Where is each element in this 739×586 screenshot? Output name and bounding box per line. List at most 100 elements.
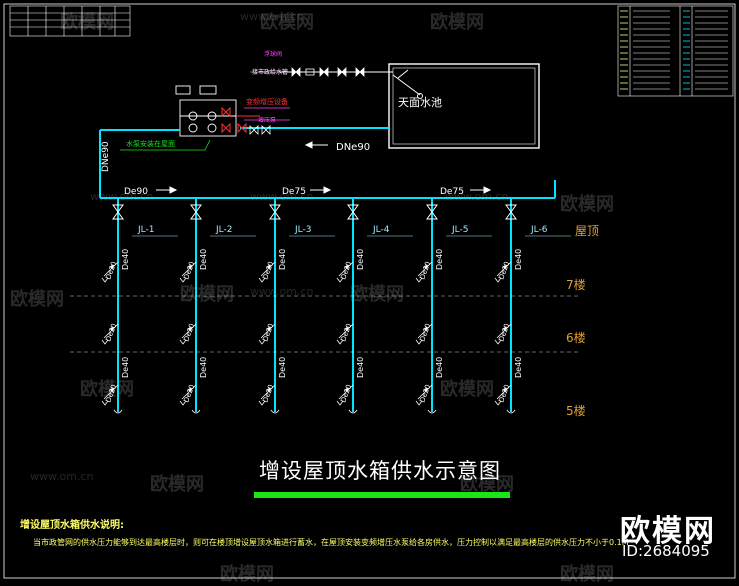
branch-end-icon <box>179 277 187 283</box>
branch-size-label: De20 <box>497 260 511 280</box>
branch-pipe <box>338 384 354 400</box>
branch-pipe <box>496 384 512 400</box>
branch-end-icon <box>258 277 266 283</box>
watermark-brand: 欧模网 <box>220 564 274 585</box>
pump-annotation: 增压泵 <box>258 116 276 124</box>
watermark-brand: 欧模网 <box>440 379 494 400</box>
branch-size-label: De20 <box>261 383 275 403</box>
riser-group: JL-1De40De40De20De20De20JL-2De40De40De20… <box>101 198 571 414</box>
watermark-site: www.om.cn <box>90 190 154 203</box>
branch-size-label: De20 <box>418 322 432 342</box>
inlet-valves <box>291 67 365 77</box>
riser-label: JL-2 <box>215 225 232 235</box>
branch-pipe <box>103 261 119 277</box>
floor-label-5: 5楼 <box>566 404 586 418</box>
watermark-site: www.om.cn <box>445 190 509 203</box>
break-symbol-icon <box>113 409 123 414</box>
branch-pipe <box>496 323 512 339</box>
branch-pipe <box>260 384 276 400</box>
stack-size-label: De40 <box>199 249 208 270</box>
inlet-pipe-label: DNe90 <box>336 142 370 153</box>
header-label-right: De75 <box>440 187 464 197</box>
branch-valve-icon <box>345 327 349 331</box>
branch-end-icon <box>415 339 423 345</box>
stack-size-label: De40 <box>121 357 130 378</box>
floor-label-7: 7楼 <box>566 278 586 292</box>
branch-size-label: De20 <box>104 322 118 342</box>
stack-size-label: De40 <box>199 357 208 378</box>
pump-group <box>175 85 237 137</box>
branch-size-label: De20 <box>182 383 196 403</box>
break-symbol-icon <box>270 409 280 414</box>
branch-pipe <box>417 261 433 277</box>
branch-end-icon <box>494 277 502 283</box>
branch-pipe <box>338 323 354 339</box>
stack-size-label: De40 <box>356 357 365 378</box>
branch-valve-icon <box>267 388 271 392</box>
branch-size-label: De20 <box>182 322 196 342</box>
branch-end-icon <box>336 277 344 283</box>
branch-end-icon <box>336 400 344 406</box>
branch-valve-icon <box>188 388 192 392</box>
branch-valve-icon <box>345 388 349 392</box>
stack-size-label: De40 <box>514 249 523 270</box>
branch-valve-icon <box>110 327 114 331</box>
watermark-brand: 欧模网 <box>460 474 514 495</box>
branch-size-label: De20 <box>339 383 353 403</box>
branch-valve-icon <box>267 265 271 269</box>
riser-label: JL-3 <box>294 225 311 235</box>
branch-end-icon <box>101 339 109 345</box>
branch-size-label: De20 <box>104 383 118 403</box>
riser-label: JL-1 <box>137 225 154 235</box>
stack-size-label: De40 <box>435 357 444 378</box>
flow-arrows <box>156 141 492 194</box>
main-riser <box>99 129 556 199</box>
branch-size-label: De20 <box>418 383 432 403</box>
watermark-brand: 欧模网 <box>350 284 404 305</box>
legend-table <box>617 5 734 97</box>
branch-end-icon <box>415 400 423 406</box>
stack-size-label: De40 <box>278 249 287 270</box>
gate-valve-icon <box>505 204 517 220</box>
notes-body: 当市政管网的供水压力能够到达最高楼层时，则可在楼顶增设屋顶水箱进行蓄水，在屋顶安… <box>33 538 628 547</box>
break-symbol-icon <box>191 409 201 414</box>
riser-label: JL-4 <box>372 225 390 235</box>
branch-valve-icon <box>110 388 114 392</box>
brand-id: ID:2684095 <box>622 542 710 560</box>
floor-label-roof: 屋顶 <box>575 224 600 238</box>
watermark-brand: 欧模网 <box>560 564 614 585</box>
diagram-title: 增设屋顶水箱供水示意图 <box>259 459 501 483</box>
branch-end-icon <box>494 339 502 345</box>
float-valve-icon <box>392 69 423 99</box>
branch-pipe <box>260 261 276 277</box>
gate-valve-icon <box>426 204 438 220</box>
drawing-frame <box>3 3 736 579</box>
branch-size-label: De20 <box>182 260 196 280</box>
branch-end-icon <box>179 400 187 406</box>
break-symbol-icon <box>506 409 516 414</box>
watermark-site: www.om.cn <box>240 10 304 23</box>
branch-valve-icon <box>503 327 507 331</box>
branch-size-label: De20 <box>497 322 511 342</box>
pump-group-red <box>221 106 260 134</box>
stack-size-label: De40 <box>121 249 130 270</box>
stack-size-label: De40 <box>356 249 365 270</box>
booster-annotation: 变频增压设备 <box>246 97 288 106</box>
branch-end-icon <box>258 400 266 406</box>
watermark-brand: 欧模网 <box>260 12 314 33</box>
stack-size-label: De40 <box>514 357 523 378</box>
floor-label-6: 6楼 <box>566 331 586 345</box>
branch-valve-icon <box>503 388 507 392</box>
branch-valve-icon <box>424 388 428 392</box>
branch-pipe <box>103 323 119 339</box>
gate-valve-icon <box>347 204 359 220</box>
branch-end-icon <box>415 277 423 283</box>
branch-pipe <box>181 384 197 400</box>
roof-water-tank <box>388 63 540 149</box>
branch-pipe <box>417 384 433 400</box>
title-underline <box>254 492 510 498</box>
